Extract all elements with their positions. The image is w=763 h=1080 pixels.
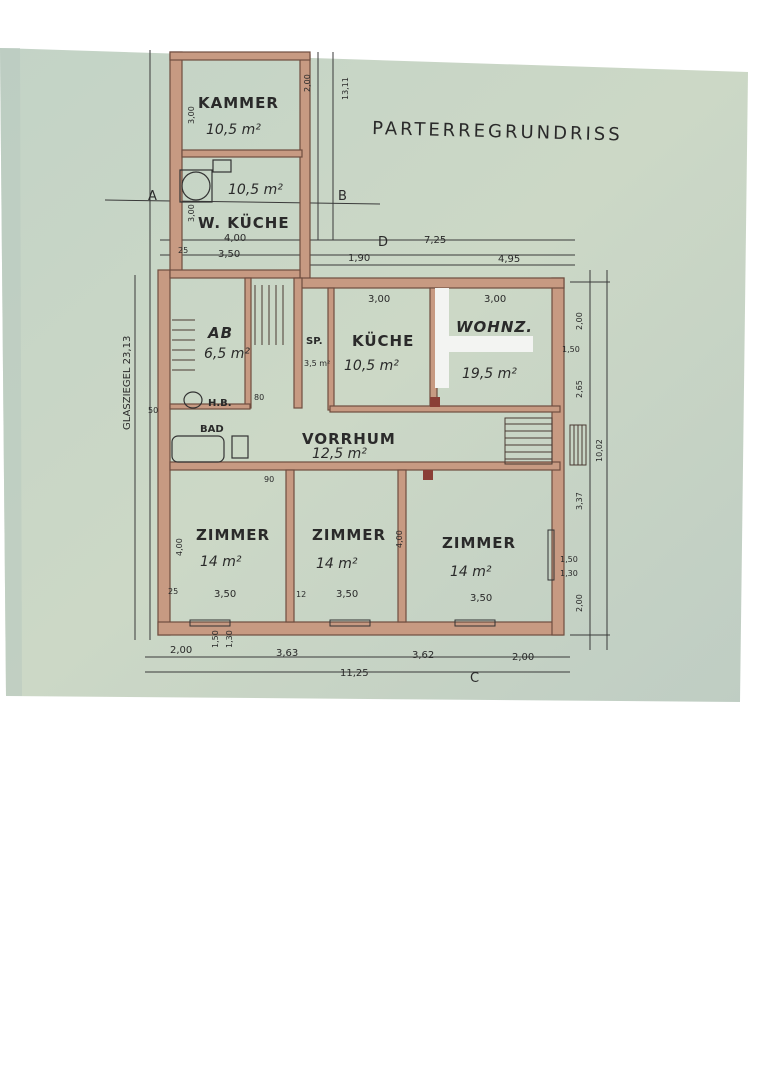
correction-mark [435, 288, 533, 388]
dim-350: 3,50 [218, 249, 240, 260]
windows [189, 529, 555, 627]
stairs-entry [504, 417, 587, 466]
dim-small-12: 12 [296, 590, 306, 599]
walls [157, 51, 565, 636]
room-zimmer1-label: ZIMMER [196, 526, 270, 544]
marker-c: C [470, 671, 479, 686]
dim-right-150b: 1,50 [560, 555, 578, 564]
room-hb-label: H.B. [208, 398, 232, 409]
marker-d: D [378, 235, 388, 250]
room-vorraum-label: VORRHUM [302, 430, 396, 448]
marker-b: B [338, 189, 347, 204]
room-kammer-label: KAMMER [198, 94, 279, 112]
dim-725: 7,25 [424, 235, 446, 246]
dim-col-1311: 13,11 [341, 77, 350, 100]
dim-wk-300: 3,00 [187, 204, 196, 222]
room-ab-area: 6,5 m² [204, 346, 250, 362]
dim-300a: 3,00 [368, 294, 390, 305]
dim-right-130: 1,30 [560, 569, 578, 578]
dim-col-200: 2,00 [303, 74, 312, 92]
dim-bot-363: 3,63 [276, 648, 298, 659]
dim-bot-130: 1,30 [225, 630, 234, 648]
dimension-lines [104, 50, 610, 673]
dim-bot-150: 1,50 [211, 630, 220, 648]
room-zimmer2-label: ZIMMER [312, 526, 386, 544]
chimney-2 [423, 470, 433, 480]
room-zimmer3-area: 14 m² [450, 564, 492, 580]
room-wkueche-label: W. KÜCHE [198, 213, 290, 232]
dim-bot-200a: 2,00 [170, 645, 192, 656]
dim-190: 1,90 [348, 253, 370, 264]
room-wohnz-label: WOHNZ. [456, 318, 533, 336]
dim-room-400b: 4,00 [395, 530, 404, 548]
dim-small-80: 80 [254, 393, 264, 402]
dim-right-150: 1,50 [562, 345, 580, 354]
dim-495: 4,95 [498, 254, 520, 265]
room-vorraum-area: 12,5 m² [312, 446, 367, 462]
dim-small-25: 25 [168, 587, 178, 596]
dim-bot-362: 3,62 [412, 650, 434, 661]
dim-right-337: 3,37 [575, 492, 584, 510]
dim-room-350c: 3,50 [470, 593, 492, 604]
room-zimmer3-label: ZIMMER [442, 534, 516, 552]
dim-right-200b: 2,00 [575, 594, 584, 612]
dim-small-90: 90 [264, 475, 274, 484]
dim-bot-200b: 2,00 [512, 652, 534, 663]
room-wkueche-area: 10,5 m² [228, 182, 283, 198]
paper-sheet [0, 48, 748, 702]
room-bad-label: BAD [200, 424, 224, 435]
fixtures [171, 159, 249, 463]
room-zimmer1-area: 14 m² [200, 554, 242, 570]
room-kueche-area: 10,5 m² [344, 358, 399, 374]
dim-kammer-300: 3,00 [187, 106, 196, 124]
dim-bot-1125: 11,25 [340, 668, 369, 679]
room-sp-label: SP. [306, 336, 323, 347]
room-wohnz-area: 19,5 m² [462, 366, 517, 382]
marker-a: A [148, 189, 157, 204]
room-ab-label: AB [207, 324, 233, 342]
stairs-upper [172, 285, 284, 371]
dim-room-350a: 3,50 [214, 589, 236, 600]
room-kammer-area: 10,5 m² [206, 122, 261, 138]
dim-400: 4,00 [224, 233, 246, 244]
dim-300b: 3,00 [484, 294, 506, 305]
dim-room-400a: 4,00 [175, 538, 184, 556]
dim-25: 25 [178, 246, 188, 255]
dim-small-50: 50 [148, 406, 158, 415]
room-zimmer2-area: 14 m² [316, 556, 358, 572]
room-sp-area: 3,5 m² [304, 359, 330, 368]
chimney [430, 397, 440, 407]
dim-right-265: 2,65 [575, 380, 584, 398]
dim-right-1002: 10,02 [595, 439, 604, 462]
paper-left-shade [0, 48, 22, 696]
side-label: GLASZIEGEL 23,13 [122, 336, 133, 430]
room-kueche-label: KÜCHE [352, 331, 414, 350]
dim-right-200: 2,00 [575, 312, 584, 330]
dim-room-350b: 3,50 [336, 589, 358, 600]
